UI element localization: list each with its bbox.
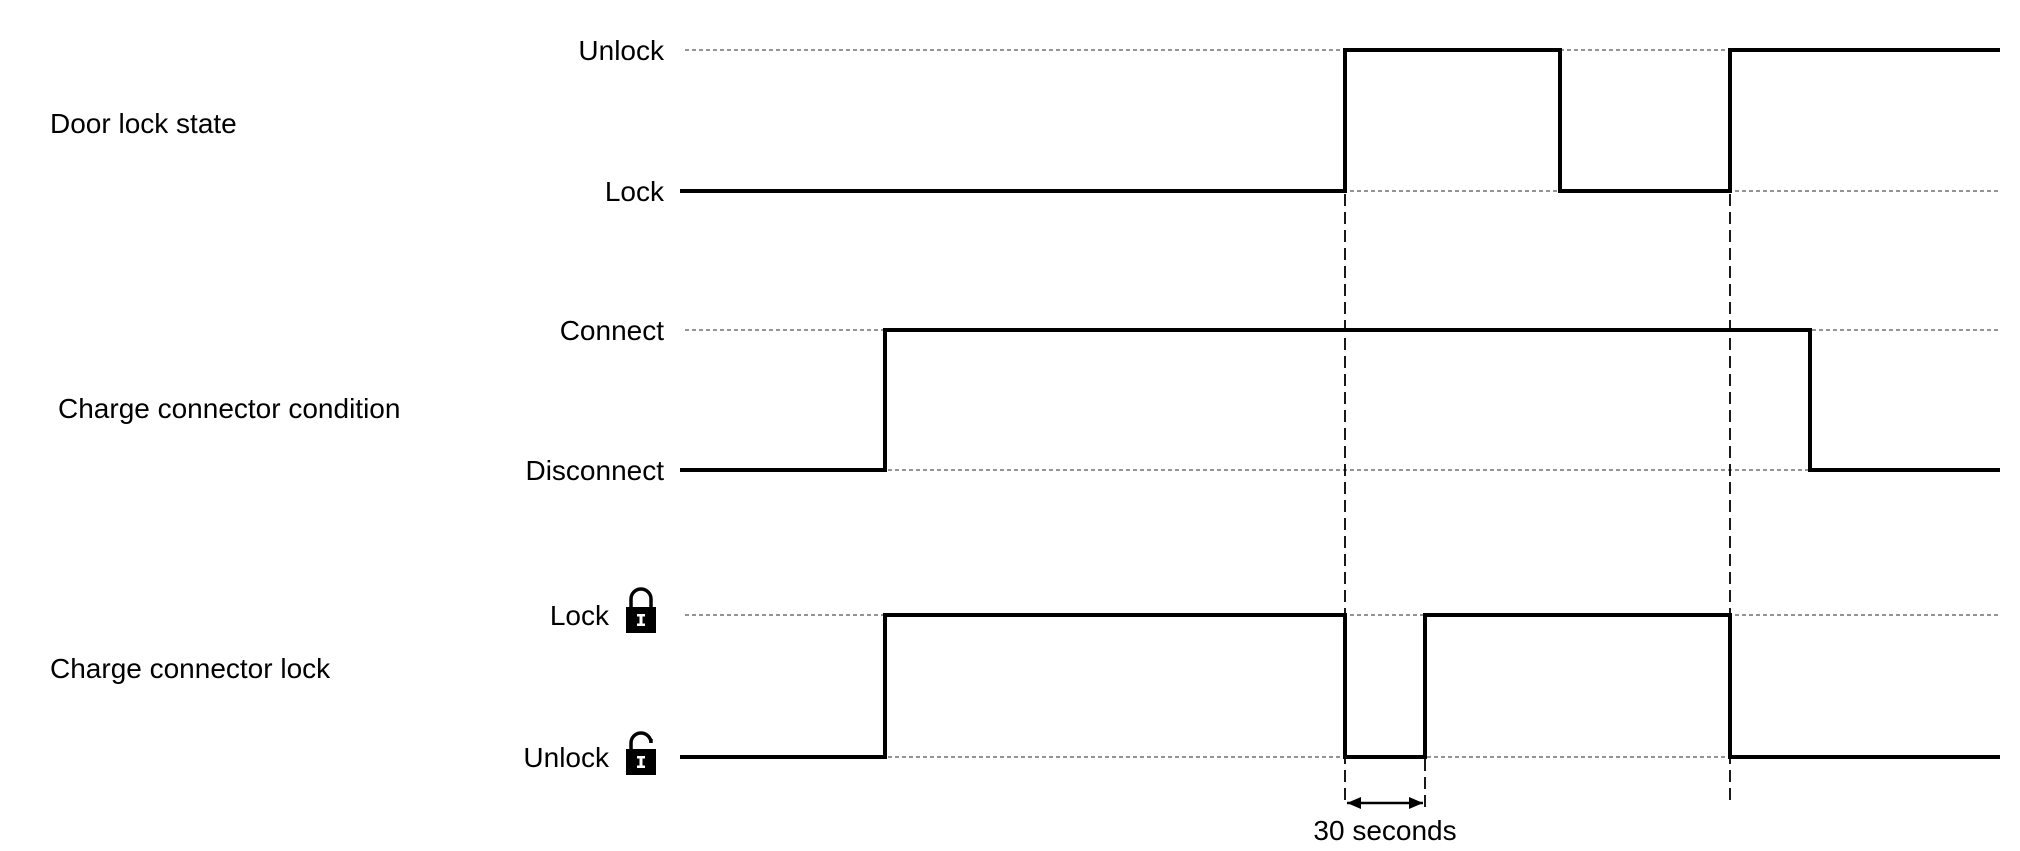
- padlock-keyhole: [639, 756, 643, 768]
- dimension-arrow-left: [1347, 797, 1361, 809]
- padlock-keyhole-top: [637, 756, 645, 759]
- signal-waveform: [680, 328, 2000, 472]
- padlock-keyhole-bottom: [637, 623, 645, 626]
- padlock-shackle: [629, 731, 653, 749]
- level-label-low: Lock: [605, 176, 665, 207]
- row-title: Door lock state: [50, 108, 237, 139]
- signal-waveform: [680, 613, 2000, 759]
- markers-layer: [1344, 50, 1731, 800]
- padlock-keyhole: [639, 614, 643, 626]
- level-label-low: Disconnect: [525, 455, 664, 486]
- padlock-closed-icon: [626, 587, 656, 633]
- level-label-high: Connect: [560, 315, 665, 346]
- signal-waveform: [680, 48, 2000, 193]
- padlock-keyhole-bottom: [637, 765, 645, 768]
- row-title: Charge connector lock: [50, 653, 331, 684]
- signals-layer: [680, 48, 2000, 759]
- padlock-keyhole-top: [637, 614, 645, 617]
- guides-layer: [685, 49, 2000, 758]
- level-label-low: Unlock: [523, 742, 610, 773]
- level-label-high: Unlock: [578, 35, 665, 66]
- padlock-shackle: [629, 587, 653, 607]
- padlock-open-icon: [626, 731, 656, 775]
- dimension-arrow-right: [1409, 797, 1423, 809]
- level-label-high: Lock: [550, 600, 610, 631]
- dimension-label: 30 seconds: [1313, 815, 1456, 846]
- dimension-layer: 30 seconds: [1313, 615, 1457, 846]
- row-title: Charge connector condition: [58, 393, 400, 424]
